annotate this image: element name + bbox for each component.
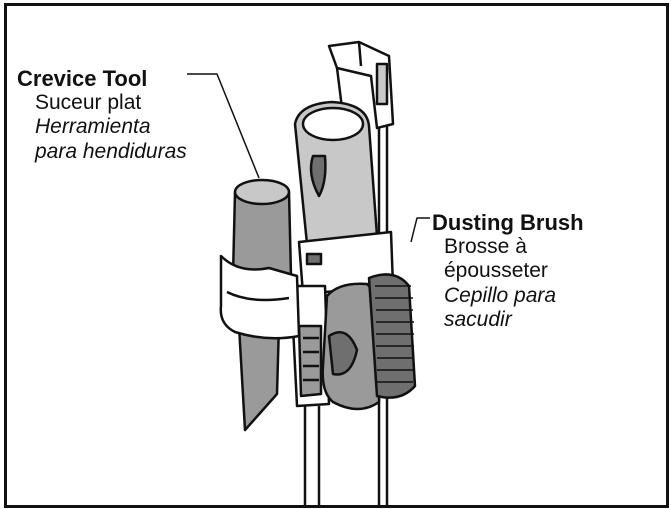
crevice-label-es-line2: para hendiduras bbox=[35, 139, 187, 163]
crevice-label-fr: Suceur plat bbox=[35, 91, 142, 115]
dusting-label-fr-line2: épousseter bbox=[444, 259, 548, 283]
illustration-frame: Crevice Tool Suceur plat Herramienta par… bbox=[4, 3, 669, 508]
dusting-label-es-line2: sacudir bbox=[444, 307, 512, 331]
crevice-tool-label: Crevice Tool Suceur plat Herramienta par… bbox=[17, 66, 187, 164]
dusting-leader-line bbox=[410, 217, 430, 243]
handle-body bbox=[293, 100, 379, 249]
dusting-label-fr-line1: Brosse à bbox=[444, 235, 527, 259]
leader-lines bbox=[187, 73, 430, 243]
dusting-label-es-line1: Cepillo para bbox=[444, 283, 557, 307]
dusting-brush-label: Dusting Brush Brosse à épousseter Cepill… bbox=[432, 210, 584, 332]
dusting-label-en: Dusting Brush bbox=[432, 210, 584, 235]
vacuum-accessory-illustration bbox=[187, 40, 430, 505]
top-clip bbox=[327, 40, 395, 130]
dusting-brush bbox=[321, 273, 417, 411]
crevice-holder bbox=[219, 254, 301, 340]
crevice-leader-line bbox=[187, 73, 260, 179]
crevice-label-es-line1: Herramienta bbox=[35, 115, 151, 139]
crevice-label-en: Crevice Tool bbox=[17, 66, 148, 91]
